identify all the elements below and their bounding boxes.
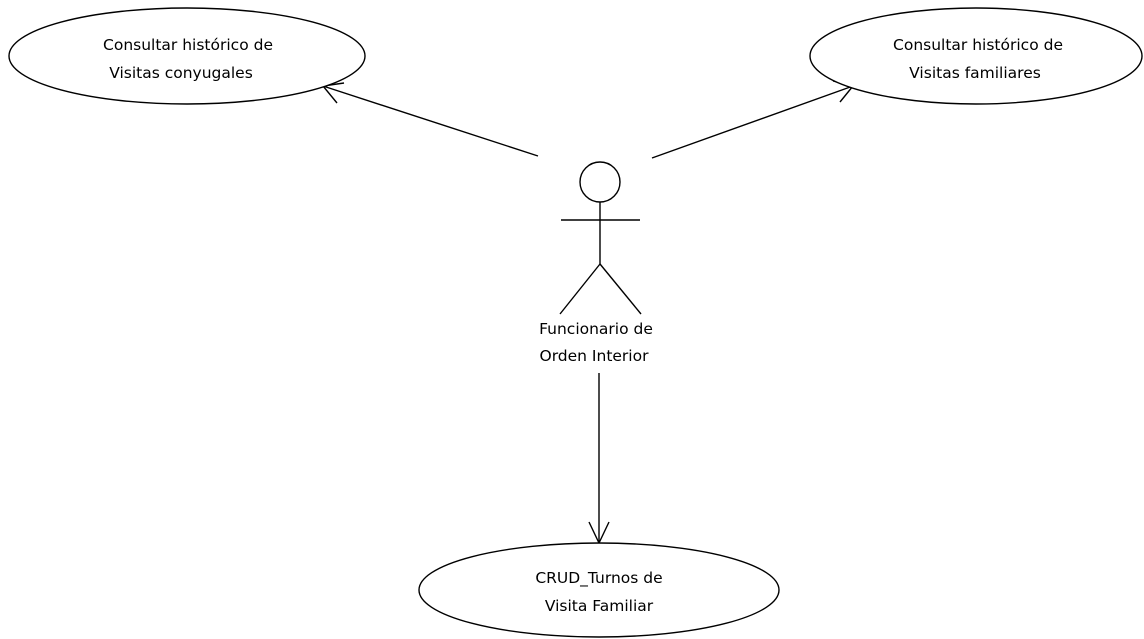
actor-label-line-1: Funcionario de [539, 320, 653, 338]
use-case-visitas-familiares-line-2: Visitas familiares [909, 64, 1041, 82]
use-case-visitas-conyugales[interactable]: Consultar histórico de Visitas conyugale… [8, 7, 366, 105]
use-case-visitas-familiares[interactable]: Consultar histórico de Visitas familiare… [809, 7, 1143, 105]
use-case-visitas-familiares-line-1: Consultar histórico de [893, 36, 1063, 54]
use-case-crud-turnos-line-1: CRUD_Turnos de [535, 569, 662, 588]
use-case-visitas-conyugales-line-2: Visitas conyugales [109, 64, 253, 82]
association-actor-to-uc-familiares [651, 80, 855, 159]
association-actor-to-uc-conyugales [321, 82, 539, 157]
use-case-visitas-conyugales-line-1: Consultar histórico de [103, 36, 273, 54]
actor-funcionario-orden-interior[interactable]: Funcionario de Orden Interior [539, 161, 653, 365]
use-case-crud-turnos[interactable]: CRUD_Turnos de Visita Familiar [418, 542, 780, 638]
use-case-crud-turnos-line-2: Visita Familiar [545, 597, 654, 615]
actor-label-line-2: Orden Interior [540, 347, 650, 365]
association-actor-to-uc-crud [588, 373, 610, 545]
actor-stick-figure-icon [559, 161, 642, 315]
